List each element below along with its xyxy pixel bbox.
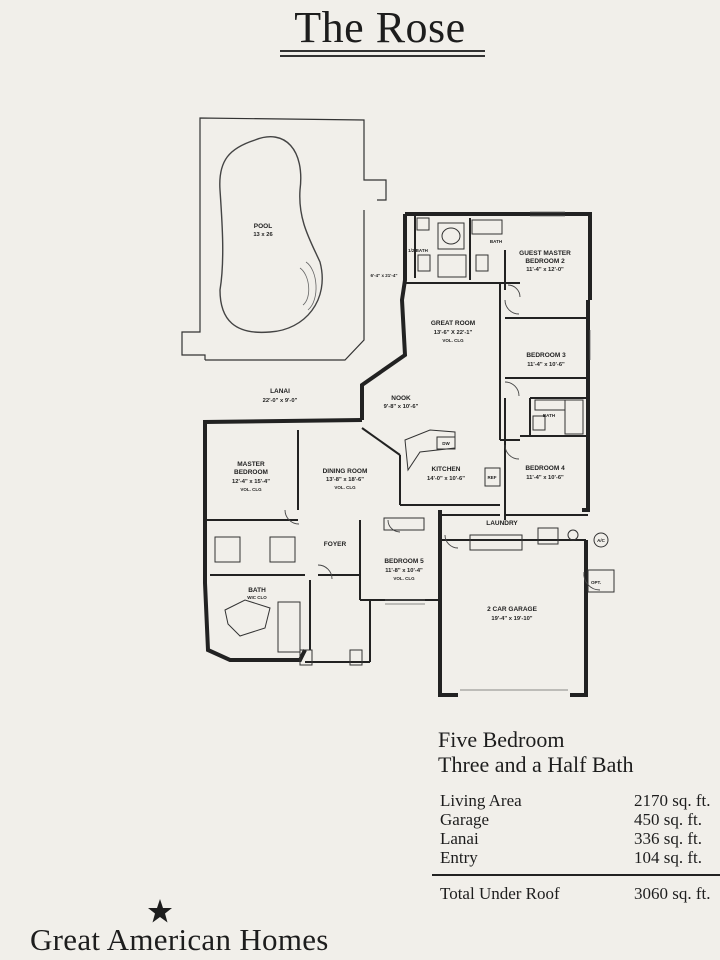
title-underline: [280, 50, 485, 52]
pool-steps: [299, 261, 317, 311]
area-label: Lanai: [440, 829, 479, 848]
area-row: Lanai 336 sq. ft.: [438, 829, 720, 848]
page-title: The Rose: [294, 3, 466, 52]
bedroom5-label: BEDROOM 5: [384, 558, 424, 565]
master-bedroom-label-2: BEDROOM: [234, 469, 268, 476]
pool-dims: 13 x 26: [253, 232, 273, 238]
bedroom4-dims: 11'-4" x 10'-6": [526, 475, 564, 481]
nook-label: NOOK: [391, 395, 411, 402]
ac-label: A/C: [597, 538, 606, 543]
bedroom3-label: BEDROOM 3: [526, 352, 566, 359]
windows: [385, 211, 591, 691]
opt-label: OPT.: [591, 580, 601, 585]
total-value: 3060 sq. ft.: [634, 884, 711, 903]
bedroom4-label: BEDROOM 4: [525, 465, 565, 472]
dining-room-dims: 13'-8" x 18'-6": [326, 477, 364, 483]
lanai-dims: 22'-0" x 9'-0": [263, 398, 298, 404]
bath-mid-label: BATH: [543, 413, 555, 418]
total-divider: [432, 874, 720, 876]
area-table: Living Area 2170 sq. ft. Garage 450 sq. …: [432, 791, 720, 903]
garage-dims: 19'-4" x 19'-10": [491, 616, 532, 622]
area-row: Entry 104 sq. ft.: [438, 848, 720, 867]
master-bath-note: WIC CLO: [247, 595, 267, 600]
area-row: Living Area 2170 sq. ft.: [438, 791, 720, 810]
lanai-side-dims: 6'-4" x 21'-4": [371, 273, 398, 278]
great-room-label: GREAT ROOM: [431, 320, 475, 327]
master-bath-label: BATH: [248, 587, 266, 594]
bath-count: Three and a Half Bath: [438, 752, 634, 777]
title-underline-2: [280, 55, 485, 57]
total-label: Total Under Roof: [440, 884, 560, 903]
interior-walls: [205, 214, 588, 663]
guest-master-label: GUEST MASTER: [519, 250, 571, 257]
bedroom-count: Five Bedroom: [438, 727, 565, 752]
foyer-label: FOYER: [324, 541, 347, 548]
kitchen-dims: 14'-0" x 10'-6": [427, 476, 465, 482]
pool: [219, 136, 323, 334]
total-row: Total Under Roof 3060 sq. ft.: [438, 884, 720, 903]
home-summary: Five Bedroom Three and a Half Bath Livin…: [432, 727, 720, 903]
garage-label: 2 CAR GARAGE: [487, 606, 538, 613]
ref-label: REF: [488, 475, 497, 480]
area-label: Garage: [440, 810, 490, 829]
bedroom3-dims: 11'-4" x 10'-6": [527, 362, 565, 368]
great-room-dims: 13'-6" X 22'-1": [434, 330, 473, 336]
area-value: 450 sq. ft.: [634, 810, 702, 829]
guest-master-dims: 11'-4" x 12'-0": [526, 267, 564, 273]
bedroom5-dims: 11'-8" x 10'-4": [385, 568, 423, 574]
area-row: Garage 450 sq. ft.: [438, 810, 720, 829]
lanai-label: LANAI: [270, 388, 290, 395]
master-bedroom-dims: 12'-4" x 15'-4": [232, 479, 270, 485]
kitchen-label: KITCHEN: [432, 466, 461, 473]
brand-logo: Great American Homes: [30, 922, 329, 957]
floor-plan: POOL 13 x 26 LANAI 22'-0" x 9'-0" 6'-4" …: [181, 117, 615, 697]
lanai-outline: [181, 117, 387, 361]
room-labels: POOL 13 x 26 LANAI 22'-0" x 9'-0" 6'-4" …: [232, 223, 606, 622]
nook-dims: 9'-8" x 10'-6": [384, 404, 419, 410]
brand-star-icon: [148, 899, 172, 923]
dining-room-note: VOL. CLG: [334, 485, 356, 490]
area-value: 336 sq. ft.: [634, 829, 702, 848]
fixtures: [214, 217, 615, 666]
area-label: Living Area: [440, 791, 522, 810]
master-bedroom-note: VOL. CLG: [240, 487, 262, 492]
master-bedroom-label: MASTER: [237, 461, 265, 468]
exterior-walls: [203, 212, 592, 697]
dw-label: DW: [442, 441, 450, 446]
pool-label: POOL: [254, 223, 272, 230]
dining-room-label: DINING ROOM: [323, 468, 368, 475]
great-room-note: VOL. CLG: [442, 338, 464, 343]
area-value: 104 sq. ft.: [634, 848, 702, 867]
area-value: 2170 sq. ft.: [634, 791, 711, 810]
area-label: Entry: [440, 848, 478, 867]
bedroom5-note: VOL. CLG: [393, 576, 415, 581]
bath-top-label: BATH: [490, 239, 502, 244]
half-bath-label: 1/2 BATH: [408, 248, 428, 253]
laundry-label: LAUNDRY: [486, 520, 518, 527]
guest-master-label-2: BEDROOM 2: [525, 258, 565, 265]
